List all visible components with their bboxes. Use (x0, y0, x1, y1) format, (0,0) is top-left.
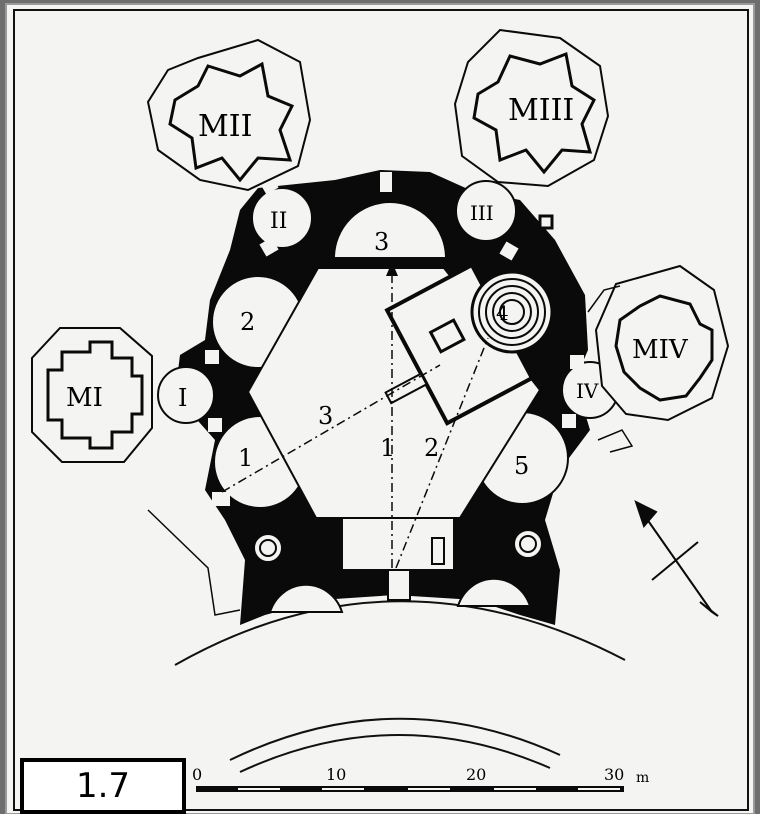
room-ii-circle (251, 187, 313, 249)
north-arrow (634, 500, 719, 617)
apse-4-label: 4 (496, 301, 509, 325)
lower-left-apse (268, 583, 344, 613)
scale-unit: m (636, 770, 649, 786)
axis-1-label: 1 (380, 434, 395, 462)
measure-axes (221, 270, 489, 569)
drawing-frame (13, 9, 749, 811)
axis-2-label: 2 (424, 434, 439, 462)
chapel-m4-label: MIV (632, 335, 689, 365)
chapel-m2-label: MII (198, 109, 252, 144)
entrance-door (387, 569, 411, 601)
lower-right-apse (456, 577, 532, 607)
door-slot (431, 537, 445, 565)
scale-tick-20: 20 (466, 765, 486, 784)
chapel-m1-label: MI (66, 383, 103, 413)
scale-tick-10: 10 (326, 765, 346, 784)
corner-square (538, 214, 554, 230)
labels: MII MIII MI MIV I II III IV 1 2 3 4 5 1 … (66, 93, 689, 786)
figure-number: 1.7 (75, 766, 131, 806)
altar-block (384, 262, 535, 426)
apse-3-shape (332, 201, 448, 259)
chapel-m1 (31, 327, 153, 463)
chapel-m4 (594, 264, 730, 422)
apse-5-label: 5 (514, 452, 529, 480)
stair-4-spiral (470, 270, 554, 354)
apse-1-label: 1 (238, 444, 253, 472)
axis-arrowhead (386, 262, 398, 276)
chapel-m3 (453, 28, 610, 188)
ruin-lines (147, 285, 634, 616)
axis-line-3 (221, 364, 441, 493)
courtyard-arcs (174, 600, 626, 773)
figure-number-box: 1.7 (20, 758, 186, 814)
apse-2-label: 2 (240, 308, 255, 336)
room-i-circle (157, 366, 215, 424)
room-iii-circle (455, 180, 517, 242)
lower-stairs (253, 529, 543, 563)
axis-line-2 (395, 337, 489, 569)
axis-3-label: 3 (318, 402, 333, 430)
chapel-m2 (146, 38, 312, 192)
room-iv-label: IV (576, 379, 599, 403)
scale-bar (196, 786, 624, 792)
chapel-m3-label: MIII (508, 93, 574, 128)
apse-3-label: 3 (374, 228, 389, 256)
scale-tick-0: 0 (192, 765, 202, 784)
scale-tick-30: 30 (604, 765, 624, 784)
room-ii-label: II (270, 209, 287, 234)
room-iii-label: III (470, 201, 494, 225)
room-i-label: I (178, 384, 187, 412)
